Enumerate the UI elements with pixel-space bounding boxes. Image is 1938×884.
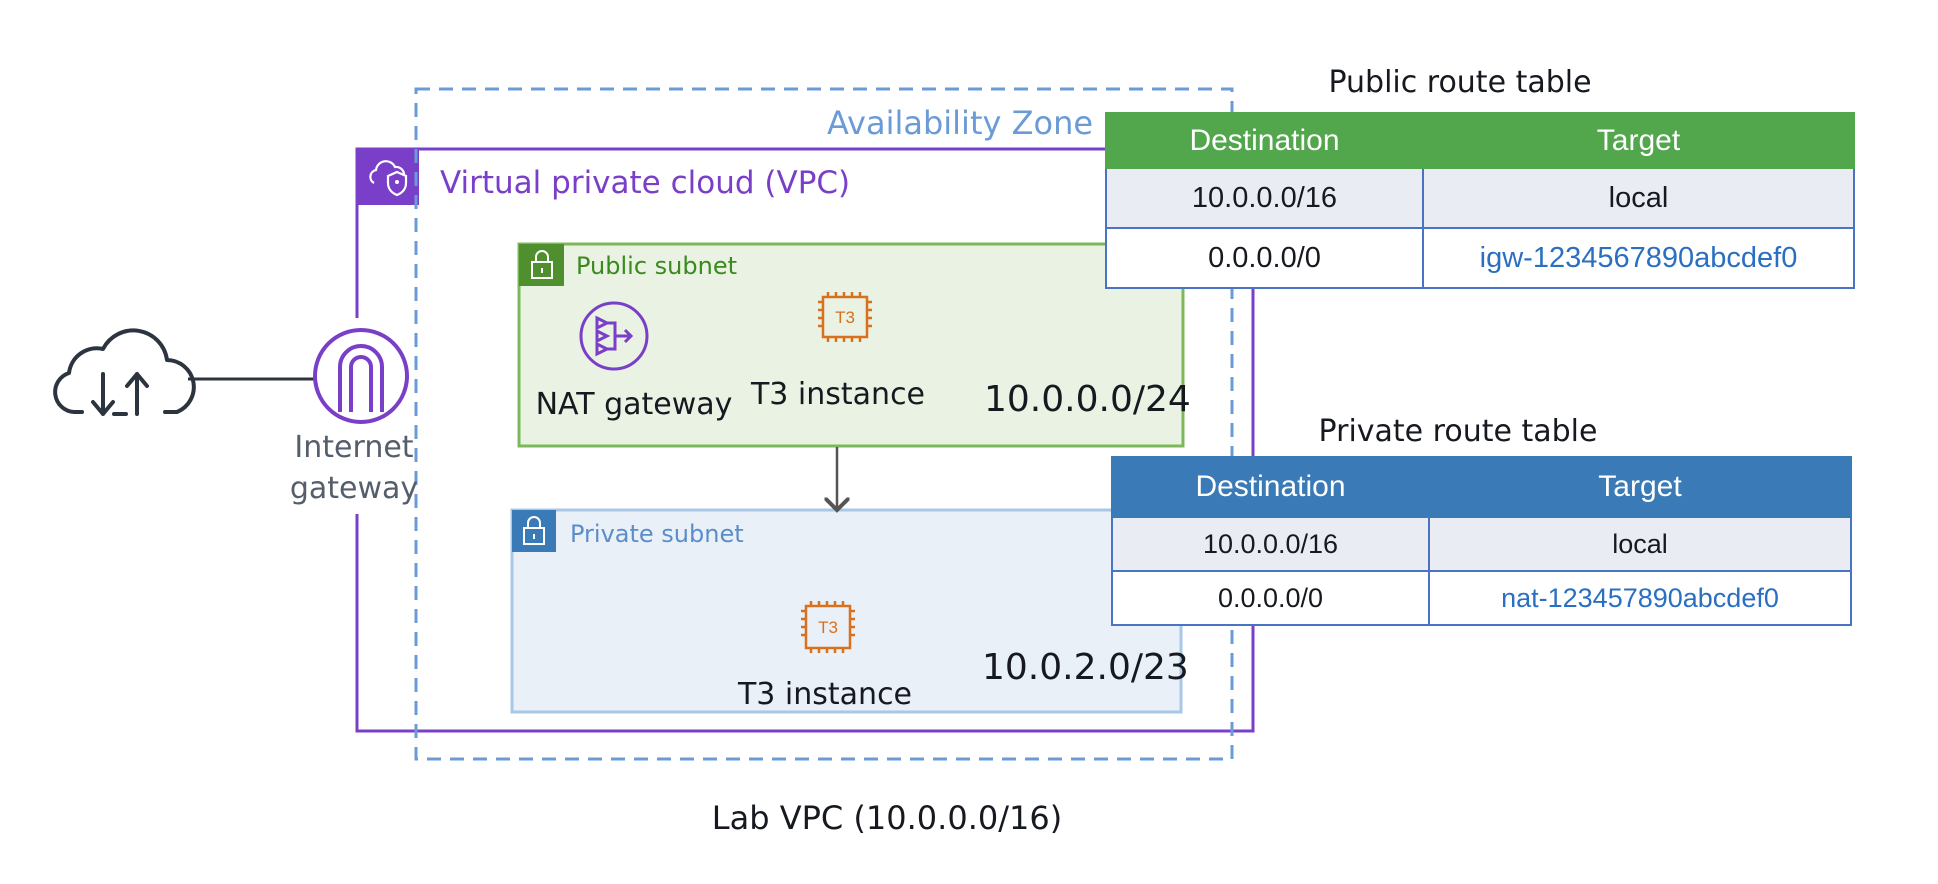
vpc-label: Virtual private cloud (VPC) — [440, 165, 851, 201]
public-route-table-title: Public route table — [1328, 65, 1592, 100]
availability-zone-label: Availability Zone — [827, 104, 1094, 142]
public-subnet-label: Public subnet — [576, 252, 737, 280]
public-subnet-box — [517, 242, 1185, 448]
lab-vpc-label: Lab VPC (10.0.0.0/16) — [711, 799, 1063, 837]
table-row: 0.0.0.0/0 igw-1234567890abcdef0 — [1105, 227, 1855, 289]
public-route-table: Destination Target 10.0.0.0/16 local 0.0… — [1105, 112, 1855, 289]
internet-gateway-label: Internet gateway — [290, 428, 418, 509]
public-instance-label: T3 instance — [750, 377, 926, 412]
private-subnet-box — [510, 508, 1183, 714]
private-subnet-label: Private subnet — [570, 520, 744, 548]
lock-icon — [519, 244, 564, 286]
column-header-target: Target — [1428, 456, 1852, 518]
private-route-table: Destination Target 10.0.0.0/16 local 0.0… — [1111, 456, 1852, 626]
table-row: 10.0.0.0/16 local — [1111, 516, 1852, 572]
private-instance-label: T3 instance — [737, 677, 913, 712]
route-target-link[interactable]: nat-123457890abcdef0 — [1428, 570, 1852, 626]
route-destination: 10.0.0.0/16 — [1105, 167, 1424, 229]
chip-text: T3 — [818, 618, 838, 637]
private-subnet-cidr: 10.0.2.0/23 — [982, 647, 1189, 688]
route-target: local — [1422, 167, 1855, 229]
availability-zone-boundary — [414, 87, 1234, 761]
internet-gateway-label-line1: Internet — [294, 430, 414, 465]
route-destination: 0.0.0.0/0 — [1111, 570, 1430, 626]
t3-instance-icon: T3 — [818, 292, 872, 342]
route-destination: 0.0.0.0/0 — [1105, 227, 1424, 289]
route-target: local — [1428, 516, 1852, 572]
table-header-row: Destination Target — [1111, 456, 1852, 518]
t3-instance-icon: T3 — [801, 601, 855, 653]
nat-gateway-icon — [579, 301, 649, 371]
internet-gateway-label-line2: gateway — [289, 470, 419, 506]
table-row: 10.0.0.0/16 local — [1105, 167, 1855, 229]
column-header-target: Target — [1422, 112, 1855, 169]
column-header-destination: Destination — [1105, 112, 1424, 169]
nat-gateway-label: NAT gateway — [535, 387, 733, 422]
private-route-table-title: Private route table — [1318, 414, 1598, 449]
public-subnet-cidr: 10.0.0.0/24 — [984, 379, 1191, 420]
lock-icon — [512, 510, 556, 552]
route-target-link[interactable]: igw-1234567890abcdef0 — [1422, 227, 1855, 289]
column-header-destination: Destination — [1111, 456, 1430, 518]
table-header-row: Destination Target — [1105, 112, 1855, 169]
table-row: 0.0.0.0/0 nat-123457890abcdef0 — [1111, 570, 1852, 626]
internet-gateway-icon — [313, 328, 409, 424]
chip-text: T3 — [835, 308, 855, 327]
route-destination: 10.0.0.0/16 — [1111, 516, 1430, 572]
vpc-cloud-shield-icon — [357, 149, 419, 205]
cloud-upload-download-icon — [53, 328, 196, 416]
